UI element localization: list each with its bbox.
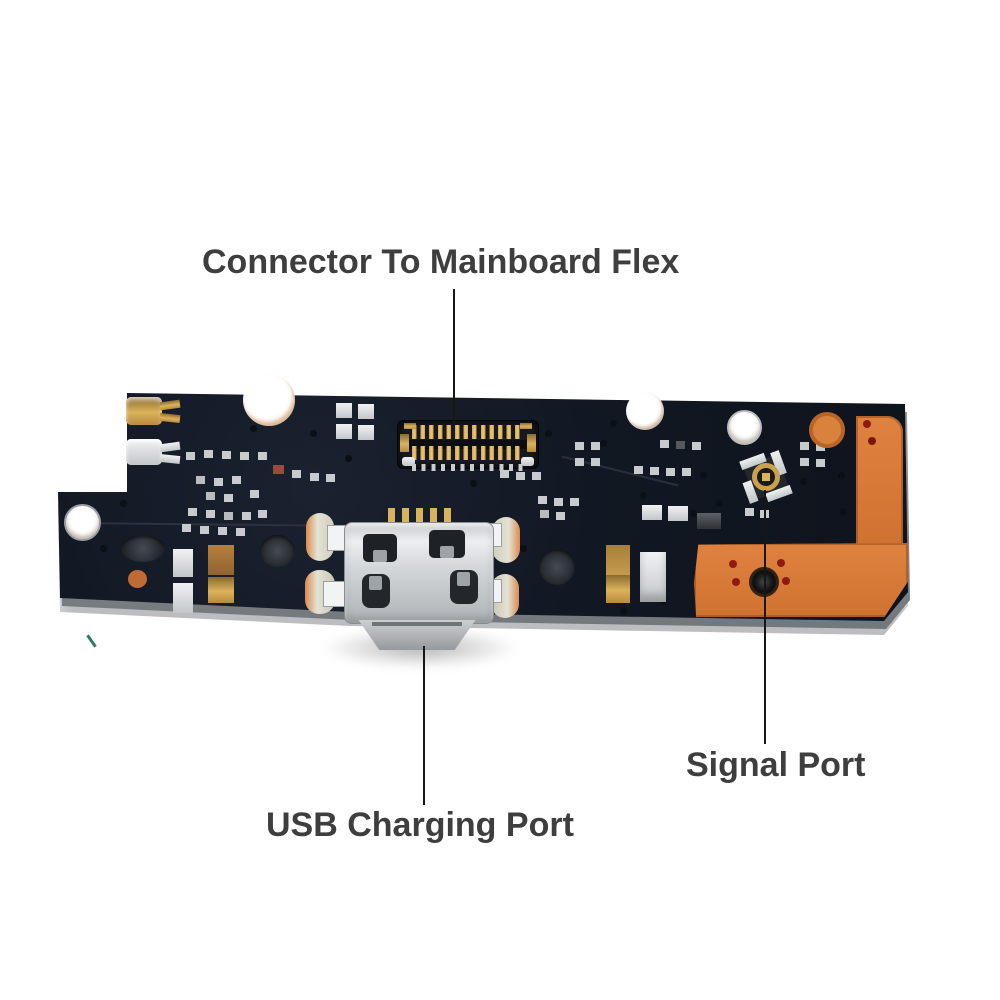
smd-component — [642, 505, 662, 520]
usb-shell-hole — [363, 534, 397, 562]
smd-component — [668, 506, 688, 521]
gold-component — [208, 545, 234, 575]
callout-line-usb-port — [423, 646, 425, 805]
solder-pad — [173, 583, 193, 613]
usb-shell-hole — [429, 530, 465, 558]
label-signal-port: Signal Port — [686, 746, 866, 784]
callout-line-signal-port — [764, 490, 766, 744]
fpc-corner-pad — [520, 423, 532, 429]
silver-spring-contact — [126, 439, 162, 465]
fpc-anchor-pad — [402, 457, 415, 466]
fpc-connector — [398, 421, 538, 468]
orange-fiducial-dot — [128, 570, 147, 588]
smd-pad — [336, 403, 352, 418]
gold-spring-contact — [606, 575, 630, 603]
ufl-signal-connector — [738, 449, 794, 505]
usb-shell-hole — [450, 570, 478, 604]
fpc-corner-pad — [404, 423, 416, 429]
round-cutout — [539, 549, 575, 585]
silver-spring-contact — [640, 552, 666, 602]
usb-shell-tab — [457, 572, 470, 586]
top-edge-notch — [626, 392, 664, 430]
label-connector-to-mainboard-flex: Connector To Mainboard Flex — [202, 243, 680, 281]
callout-line-mainboard-connector — [453, 289, 455, 428]
red-smd-component — [273, 465, 284, 474]
fpc-side-latch — [400, 434, 409, 452]
fpc-slot — [408, 440, 528, 449]
gold-spring-contact — [606, 545, 630, 575]
copper-pad-circle — [809, 412, 845, 448]
smd-pad — [358, 425, 374, 440]
round-cutout — [260, 535, 295, 567]
mounting-hole — [64, 504, 101, 541]
fpc-side-latch — [527, 434, 536, 452]
gold-component — [208, 577, 234, 603]
mounting-hole — [727, 410, 762, 445]
fpc-anchor-pad — [521, 457, 534, 466]
oval-slot-cutout — [121, 535, 165, 562]
usb-gold-pins — [388, 508, 452, 524]
smd-pad — [358, 404, 374, 419]
usb-shell-tab — [440, 546, 454, 558]
solder-pad — [173, 549, 193, 577]
red-marker-dots — [0, 0, 8, 8]
antenna-flex-band — [694, 543, 908, 617]
gold-spring-contact — [126, 397, 162, 425]
fpc-foot-pads — [412, 464, 526, 471]
capacitor-component — [697, 513, 721, 529]
usb-shell-hole — [362, 574, 390, 608]
ufl-center-pin — [762, 473, 770, 481]
fpc-pins-bottom — [412, 446, 524, 460]
smd-pad — [336, 424, 352, 439]
usb-shell-tab — [369, 576, 382, 590]
usb-opening-slot — [372, 622, 462, 626]
top-edge-notch — [243, 374, 295, 426]
antenna-flex-strip — [856, 416, 903, 548]
fpc-pins-top — [412, 425, 524, 439]
usb-shell-tab — [373, 550, 387, 562]
label-usb-charging-port: USB Charging Port — [266, 806, 574, 844]
